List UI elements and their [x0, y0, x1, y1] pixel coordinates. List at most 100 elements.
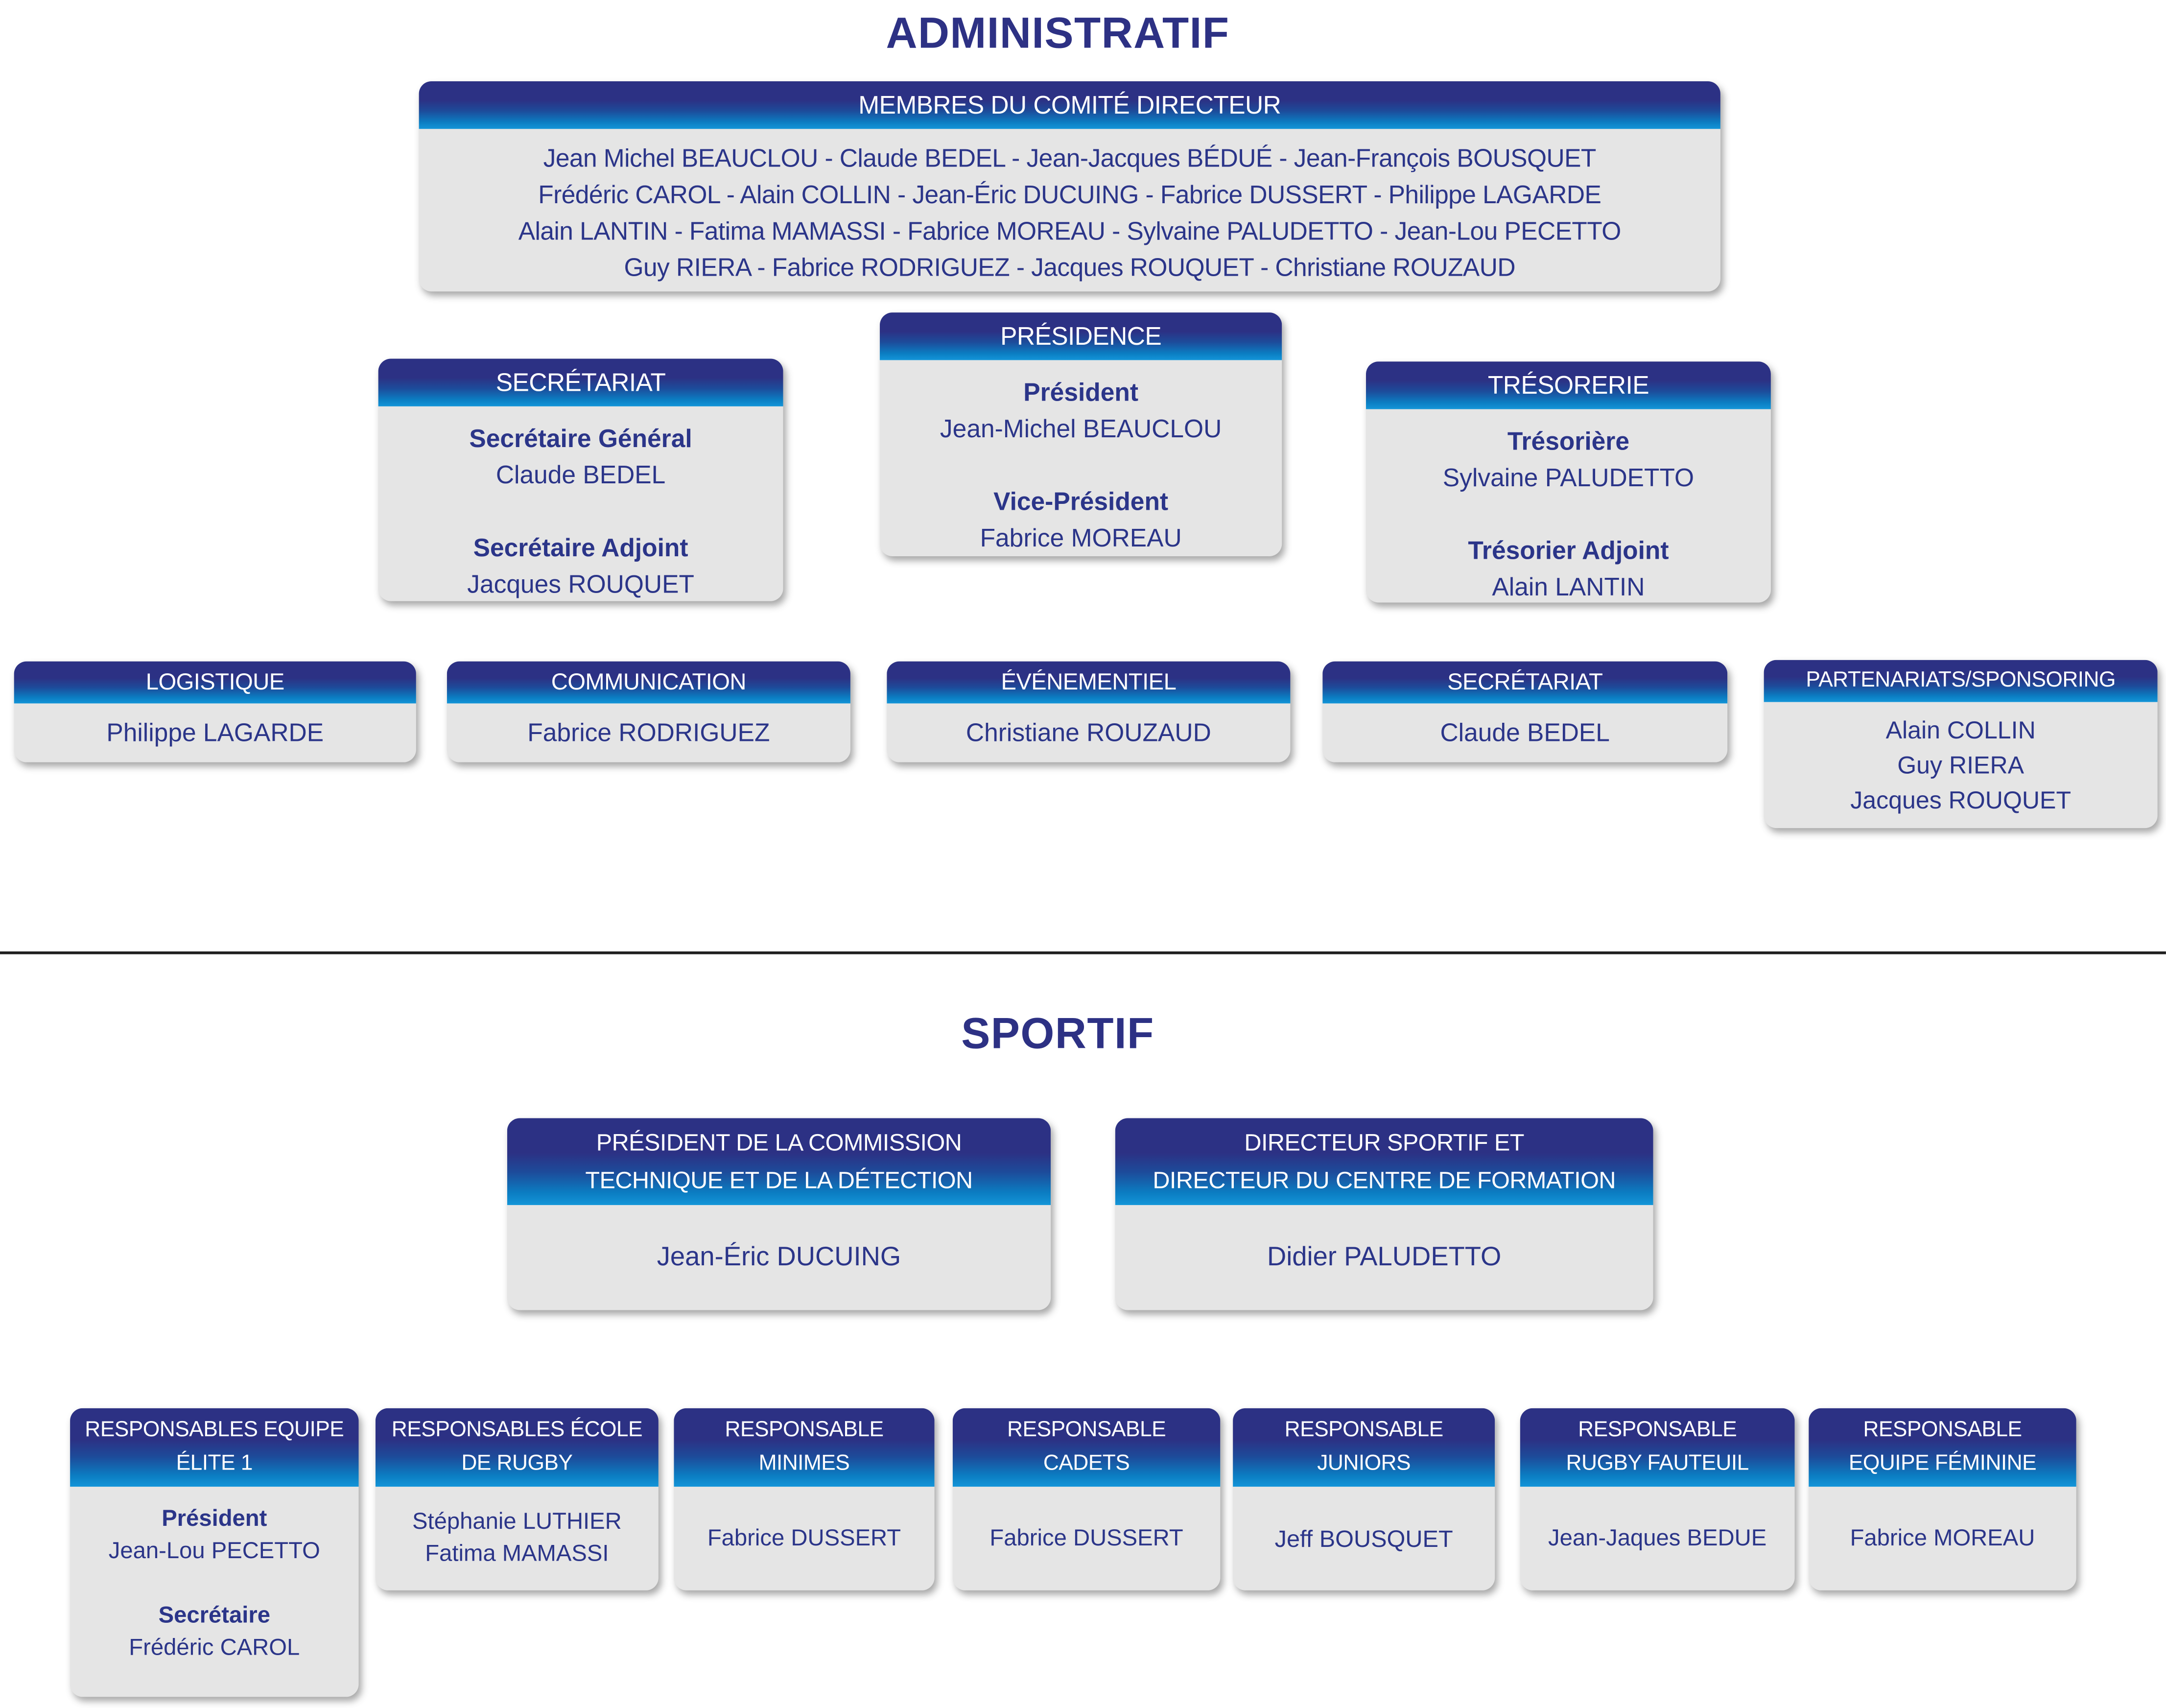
person-name: Jean-Lou PECETTO	[108, 1538, 320, 1564]
card-secretariat: SECRÉTARIAT Secrétaire Général Claude BE…	[378, 358, 783, 601]
card-presidence: PRÉSIDENCE Président Jean-Michel BEAUCLO…	[880, 312, 1282, 557]
card-comite-body: Jean Michel BEAUCLOU - Claude BEDEL - Je…	[419, 129, 1720, 291]
card-presidence-body: Président Jean-Michel BEAUCLOU Vice-Prés…	[880, 360, 1282, 556]
card-secretariat-body: Secrétaire Général Claude BEDEL Secrétai…	[378, 406, 783, 601]
person-name: Jean-Michel BEAUCLOU	[940, 415, 1222, 443]
comite-members-line: Guy RIERA - Fabrice RODRIGUEZ - Jacques …	[624, 253, 1515, 282]
person-name: Sylvaine PALUDETTO	[1442, 464, 1695, 492]
role-label: Secrétaire Général	[469, 425, 692, 453]
spacer	[1366, 496, 1771, 532]
person-name: Jeff BOUSQUET	[1274, 1525, 1453, 1552]
person-name: Fabrice MOREAU	[1850, 1525, 2035, 1551]
card-logistique: LOGISTIQUE Philippe LAGARDE	[14, 661, 416, 762]
role-label: Secrétaire	[158, 1603, 271, 1629]
person-name: Philippe LAGARDE	[106, 718, 324, 746]
comite-members-line: Frédéric CAROL - Alain COLLIN - Jean-Éri…	[538, 181, 1601, 209]
spacer	[70, 1568, 358, 1600]
card-responsable-cadets-header: RESPONSABLE CADETS	[952, 1408, 1221, 1487]
header-line: RUGBY FAUTEUIL	[1566, 1451, 1749, 1476]
header-line: RESPONSABLE	[725, 1418, 884, 1442]
card-responsable-cadets: RESPONSABLE CADETS Fabrice DUSSERT	[952, 1408, 1221, 1590]
person-name: Alain LANTIN	[1492, 573, 1645, 601]
role-label: Vice-Président	[993, 487, 1169, 516]
person-name: Jacques ROUQUET	[1850, 785, 2072, 814]
header-line: RESPONSABLES EQUIPE	[85, 1418, 344, 1442]
card-responsable-equipe-feminine: RESPONSABLE EQUIPE FÉMININE Fabrice MORE…	[1809, 1408, 2076, 1590]
card-communication: COMMUNICATION Fabrice RODRIGUEZ	[447, 661, 850, 762]
card-responsables-ecole-rugby: RESPONSABLES ÉCOLE DE RUGBY Stéphanie LU…	[375, 1408, 659, 1590]
section-title-sportif: SPORTIF	[961, 1009, 1154, 1058]
section-title-administratif: ADMINISTRATIF	[886, 8, 1230, 58]
card-commission-technique: PRÉSIDENT DE LA COMMISSION TECHNIQUE ET …	[507, 1118, 1051, 1310]
spacer	[378, 493, 783, 529]
card-presidence-header: PRÉSIDENCE	[880, 312, 1282, 360]
header-line: TECHNIQUE ET DE LA DÉTECTION	[585, 1167, 973, 1194]
role-label: Président	[1023, 378, 1139, 406]
card-partenariats-body: Alain COLLIN Guy RIERA Jacques ROUQUET	[1764, 702, 2158, 829]
card-responsables-elite1-body: Président Jean-Lou PECETTO Secrétaire Fr…	[70, 1487, 358, 1697]
card-secretariat-header: SECRÉTARIAT	[378, 358, 783, 406]
card-responsable-minimes-header: RESPONSABLE MINIMES	[674, 1408, 935, 1487]
card-commission-technique-body: Jean-Éric DUCUING	[507, 1205, 1051, 1310]
person-name: Christiane ROUZAUD	[965, 718, 1211, 746]
header-line: EQUIPE FÉMININE	[1848, 1451, 2037, 1476]
person-name: Claude BEDEL	[1440, 718, 1610, 746]
card-commission-technique-header: PRÉSIDENT DE LA COMMISSION TECHNIQUE ET …	[507, 1118, 1051, 1205]
card-tresorerie: TRÉSORERIE Trésorière Sylvaine PALUDETTO…	[1366, 361, 1771, 603]
person-name: Fabrice RODRIGUEZ	[527, 718, 770, 746]
role-label: Trésorière	[1507, 427, 1630, 455]
person-name: Fabrice MOREAU	[980, 524, 1182, 552]
header-line: DIRECTEUR SPORTIF ET	[1244, 1129, 1524, 1156]
header-line: PRÉSIDENT DE LA COMMISSION	[596, 1129, 962, 1156]
card-evenementiel-header: ÉVÉNEMENTIEL	[887, 661, 1291, 704]
card-evenementiel: ÉVÉNEMENTIEL Christiane ROUZAUD	[887, 661, 1291, 762]
card-secretariat-commission: SECRÉTARIAT Claude BEDEL	[1322, 661, 1728, 762]
role-label: Trésorier Adjoint	[1468, 536, 1669, 565]
card-logistique-header: LOGISTIQUE	[14, 661, 416, 704]
card-tresorerie-header: TRÉSORERIE	[1366, 361, 1771, 409]
header-line: JUNIORS	[1317, 1451, 1411, 1476]
header-line: RESPONSABLE	[1284, 1418, 1444, 1442]
role-label: Secrétaire Adjoint	[473, 534, 688, 562]
card-communication-header: COMMUNICATION	[447, 661, 850, 704]
card-responsable-juniors-header: RESPONSABLE JUNIORS	[1233, 1408, 1495, 1487]
card-responsable-rugby-fauteuil-header: RESPONSABLE RUGBY FAUTEUIL	[1520, 1408, 1795, 1487]
header-line: RESPONSABLES ÉCOLE	[391, 1418, 643, 1442]
card-responsable-rugby-fauteuil: RESPONSABLE RUGBY FAUTEUIL Jean-Jaques B…	[1520, 1408, 1795, 1590]
card-responsables-elite1-header: RESPONSABLES EQUIPE ÉLITE 1	[70, 1408, 359, 1487]
header-line: RESPONSABLE	[1863, 1418, 2022, 1442]
header-line: DIRECTEUR DU CENTRE DE FORMATION	[1153, 1167, 1616, 1194]
person-name: Fatima MAMASSI	[425, 1541, 609, 1567]
person-name: Jacques ROUQUET	[467, 570, 694, 598]
card-directeur-sportif-header: DIRECTEUR SPORTIF ET DIRECTEUR DU CENTRE…	[1115, 1118, 1653, 1205]
card-responsables-ecole-rugby-header: RESPONSABLES ÉCOLE DE RUGBY	[375, 1408, 659, 1487]
person-name: Guy RIERA	[1897, 750, 2025, 779]
header-line: DE RUGBY	[461, 1451, 573, 1476]
spacer	[880, 447, 1282, 483]
card-responsable-minimes-body: Fabrice DUSSERT	[674, 1487, 934, 1590]
person-name: Alain COLLIN	[1885, 715, 2036, 744]
comite-members-line: Alain LANTIN - Fatima MAMASSI - Fabrice …	[518, 217, 1622, 245]
person-name: Fabrice DUSSERT	[707, 1525, 901, 1551]
card-partenariats-header: PARTENARIATS/SPONSORING	[1764, 660, 2158, 702]
person-name: Jean-Éric DUCUING	[657, 1243, 901, 1273]
header-line: CADETS	[1043, 1451, 1130, 1476]
section-divider	[0, 951, 2166, 954]
card-logistique-body: Philippe LAGARDE	[14, 703, 416, 762]
card-evenementiel-body: Christiane ROUZAUD	[887, 703, 1290, 762]
person-name: Fabrice DUSSERT	[989, 1525, 1183, 1551]
header-line: RESPONSABLE	[1578, 1418, 1737, 1442]
card-responsable-equipe-feminine-header: RESPONSABLE EQUIPE FÉMININE	[1809, 1408, 2076, 1487]
card-comite-directeur: MEMBRES DU COMITÉ DIRECTEUR Jean Michel …	[419, 81, 1720, 292]
person-name: Claude BEDEL	[495, 461, 666, 489]
role-label: Président	[162, 1506, 267, 1532]
card-partenariats: PARTENARIATS/SPONSORING Alain COLLIN Guy…	[1764, 660, 2158, 829]
card-communication-body: Fabrice RODRIGUEZ	[447, 703, 850, 762]
header-line: RESPONSABLE	[1007, 1418, 1166, 1442]
card-responsables-elite1: RESPONSABLES EQUIPE ÉLITE 1 Président Je…	[70, 1408, 359, 1697]
card-secretariat-commission-header: SECRÉTARIAT	[1322, 661, 1728, 704]
person-name: Frédéric CAROL	[129, 1635, 300, 1661]
comite-members-line: Jean Michel BEAUCLOU - Claude BEDEL - Je…	[543, 144, 1597, 172]
card-responsable-juniors: RESPONSABLE JUNIORS Jeff BOUSQUET	[1233, 1408, 1495, 1590]
